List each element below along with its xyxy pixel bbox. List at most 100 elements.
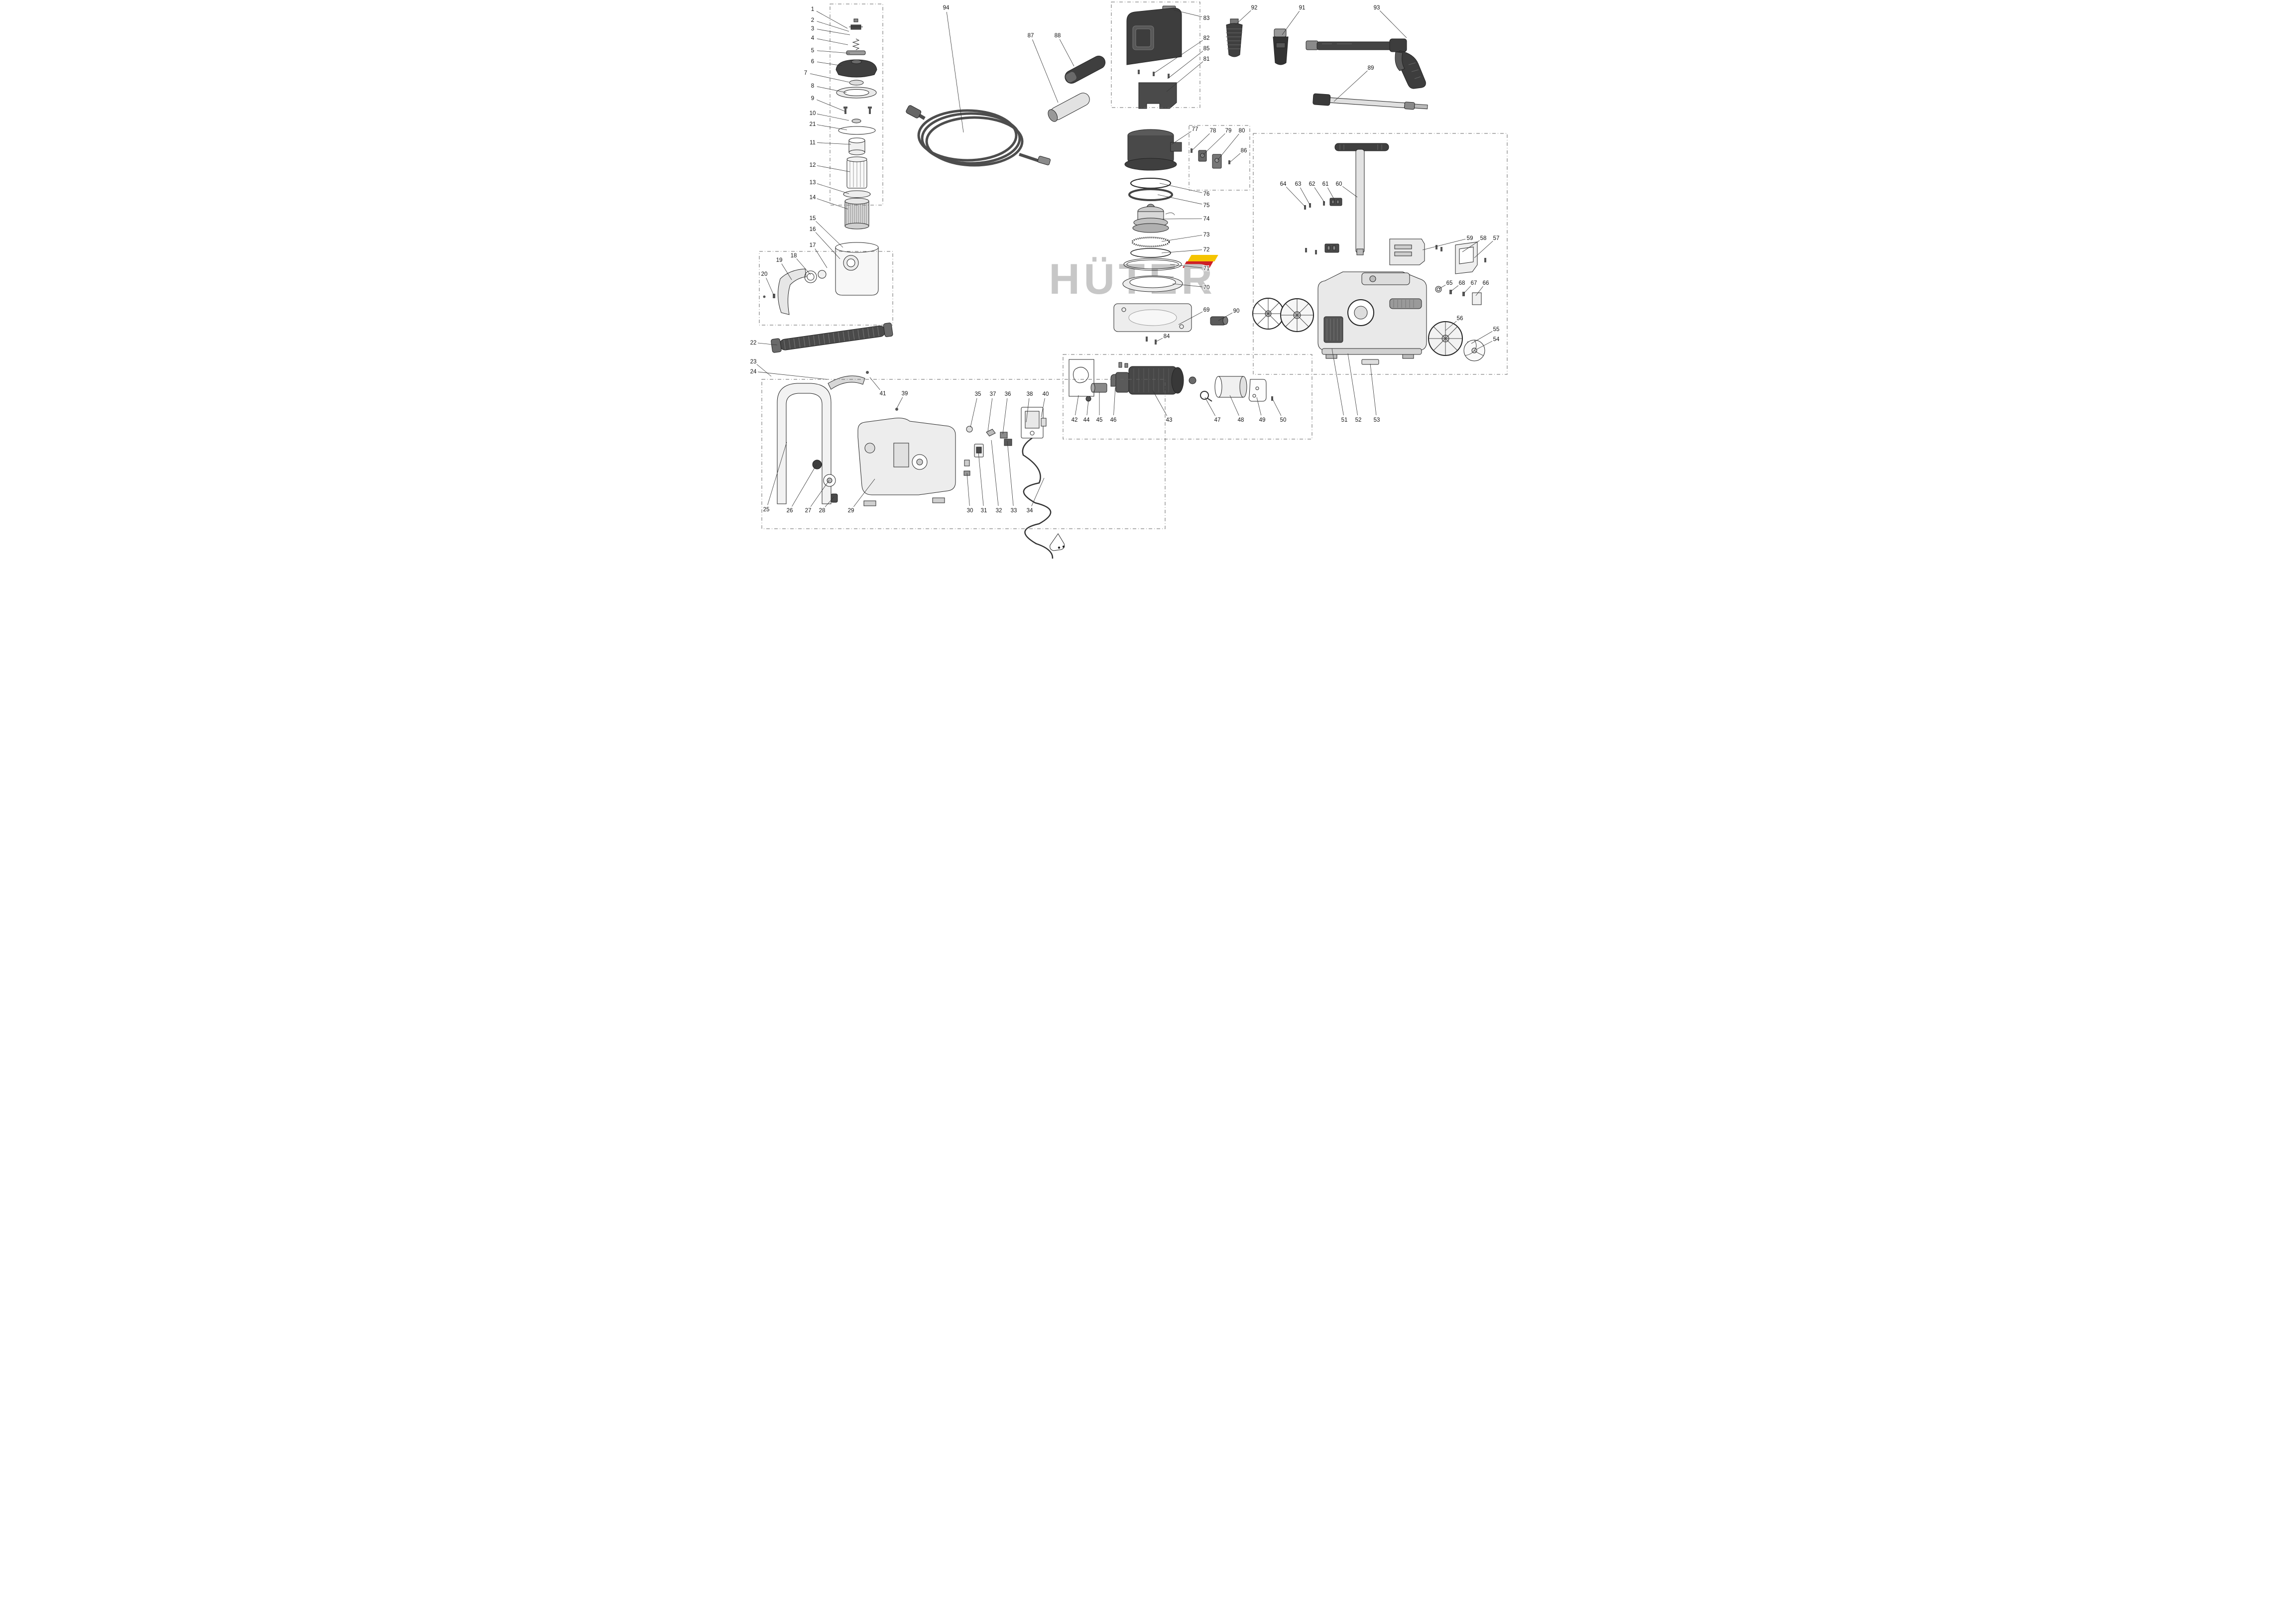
part-foam-nozzle — [1272, 28, 1289, 65]
leader-line-68 — [1450, 285, 1458, 292]
leader-line-22 — [757, 343, 777, 346]
part-label-82: 82 — [1203, 35, 1209, 41]
part-turbo-nozzle — [1225, 18, 1243, 57]
boundary-frame-2 — [759, 251, 893, 326]
part-inlet-elbow — [763, 268, 826, 315]
part-label-87: 87 — [1027, 33, 1034, 39]
part-floor-stand — [777, 383, 831, 504]
diagram-overlay: 1234567891021111213141516171819202223242… — [749, 1, 1507, 529]
part-wheel-cap — [1463, 340, 1485, 361]
leader-line-25 — [767, 442, 787, 505]
diagram-page: HÜTER — [744, 0, 1525, 559]
leader-line-12 — [817, 165, 850, 172]
part-capacitor-bracket-set — [1190, 148, 1230, 169]
part-label-76: 76 — [1203, 191, 1209, 197]
leader-line-51 — [1331, 348, 1344, 416]
part-switch-cluster — [963, 426, 1012, 476]
part-label-8: 8 — [811, 83, 814, 89]
part-label-80: 80 — [1238, 128, 1245, 134]
part-grip-handle-lower — [1047, 93, 1090, 122]
leader-line-84 — [1156, 338, 1163, 342]
part-label-59: 59 — [1466, 235, 1473, 241]
leader-line-36 — [1002, 398, 1007, 435]
leader-line-37 — [987, 398, 992, 432]
part-label-7: 7 — [804, 70, 807, 76]
leader-line-64 — [1286, 187, 1305, 207]
part-wheel-left-b — [1280, 298, 1314, 332]
leader-line-13 — [816, 183, 849, 194]
part-motor-turbine — [1132, 204, 1175, 233]
part-label-25: 25 — [763, 507, 769, 513]
part-motor-gasket-stack — [1128, 178, 1173, 201]
leader-line-24 — [757, 371, 827, 380]
leader-line-77 — [1171, 131, 1192, 145]
part-washer-body — [1317, 271, 1427, 365]
part-top-cover — [1126, 5, 1182, 109]
part-label-22: 22 — [750, 340, 756, 346]
part-label-23: 23 — [750, 359, 756, 365]
leader-line-57 — [1474, 240, 1493, 258]
part-label-66: 66 — [1482, 280, 1489, 286]
part-label-20: 20 — [761, 271, 767, 277]
part-label-33: 33 — [1010, 508, 1017, 514]
leader-line-65 — [1438, 285, 1445, 289]
leader-line-92 — [1235, 10, 1251, 25]
leader-line-21 — [817, 124, 847, 130]
part-label-60: 60 — [1335, 181, 1342, 187]
part-label-89: 89 — [1367, 65, 1374, 71]
leader-line-8 — [817, 86, 846, 93]
leader-line-35 — [970, 398, 977, 428]
leader-line-55 — [1471, 331, 1492, 344]
part-label-72: 72 — [1203, 247, 1209, 253]
part-label-88: 88 — [1054, 33, 1061, 39]
part-label-79: 79 — [1225, 128, 1231, 134]
leader-line-10 — [817, 114, 849, 121]
leader-line-61 — [1327, 187, 1335, 201]
part-carry-handle — [827, 371, 898, 411]
part-corner-bracket — [1455, 241, 1486, 274]
part-label-54: 54 — [1493, 337, 1499, 343]
part-label-34: 34 — [1026, 508, 1033, 514]
part-label-58: 58 — [1480, 235, 1486, 241]
leader-line-20 — [765, 278, 774, 296]
leader-line-87 — [1032, 39, 1058, 103]
part-label-14: 14 — [809, 195, 816, 201]
part-label-9: 9 — [811, 96, 814, 102]
part-pressure-hose-coil — [905, 105, 1051, 167]
part-label-2: 2 — [811, 17, 814, 23]
leader-line-4 — [817, 38, 848, 45]
leader-line-89 — [1333, 70, 1368, 102]
part-label-42: 42 — [1071, 417, 1077, 423]
part-label-28: 28 — [819, 508, 825, 514]
leader-line-34 — [1031, 477, 1044, 506]
leader-line-54 — [1476, 341, 1492, 350]
leader-line-72 — [1161, 249, 1202, 253]
part-label-68: 68 — [1458, 280, 1465, 286]
part-lance — [1312, 93, 1428, 110]
leader-line-47 — [1204, 397, 1215, 416]
boundary-frame-5 — [1189, 125, 1250, 191]
leader-line-14 — [816, 198, 848, 210]
part-label-10: 10 — [809, 111, 816, 116]
boundary-frame-7 — [1253, 133, 1507, 375]
part-label-15: 15 — [809, 216, 816, 222]
leader-line-80 — [1217, 133, 1239, 161]
leader-line-23 — [756, 364, 771, 377]
leader-line-16 — [815, 232, 840, 259]
part-label-63: 63 — [1295, 181, 1301, 187]
part-label-5: 5 — [811, 48, 814, 54]
part-label-84: 84 — [1163, 334, 1170, 340]
part-label-86: 86 — [1240, 148, 1247, 154]
part-grip-handle-upper — [1064, 55, 1105, 84]
leader-line-83 — [1173, 9, 1202, 17]
part-label-32: 32 — [995, 508, 1002, 514]
leader-line-60 — [1342, 186, 1357, 198]
leader-line-63 — [1300, 187, 1310, 206]
part-small-fittings-row — [1435, 286, 1481, 305]
leader-line-94 — [946, 11, 963, 133]
part-handle-fasteners — [1304, 198, 1342, 254]
leader-line-7 — [810, 73, 849, 83]
boundary-frame-3 — [761, 379, 1165, 529]
part-label-78: 78 — [1209, 128, 1216, 134]
part-label-74: 74 — [1203, 216, 1209, 222]
